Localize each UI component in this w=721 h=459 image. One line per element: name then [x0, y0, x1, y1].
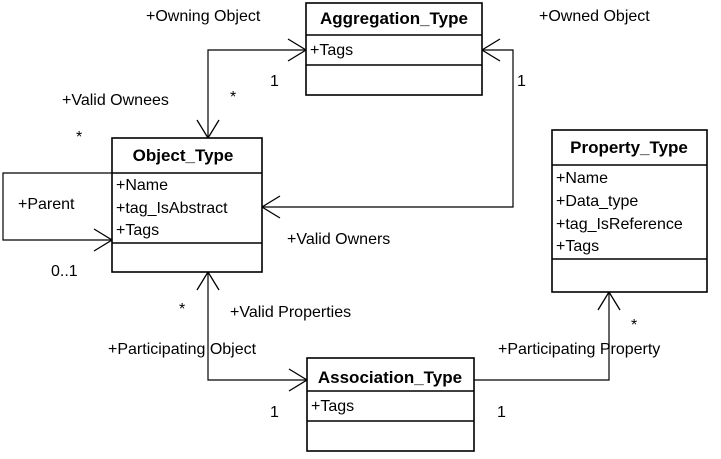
- class-property-type: Property_Type +Name +Data_type +tag_IsRe…: [551, 129, 708, 293]
- participating-property-link: [474, 292, 610, 381]
- role-parent: +Parent: [18, 196, 75, 213]
- class-name: Object_Type: [133, 146, 234, 165]
- properties-participating-link: [207, 272, 307, 381]
- role-participating-object: +Participating Object: [108, 341, 257, 358]
- role-owned-object: +Owned Object: [539, 8, 650, 25]
- multiplicity-valid-properties: *: [179, 301, 185, 318]
- class-attribute: +Tags: [116, 222, 159, 239]
- role-participating-property: +Participating Property: [498, 341, 660, 358]
- multiplicity-ownees: *: [230, 89, 236, 106]
- multiplicity-parent: 0..1: [51, 263, 78, 280]
- parent-self-link: [2, 172, 112, 241]
- multiplicity-association-right: 1: [497, 404, 506, 421]
- class-attribute: +tag_IsReference: [556, 216, 683, 233]
- owning-ownees-link: [207, 49, 306, 138]
- role-valid-owners: +Valid Owners: [287, 231, 390, 248]
- class-name: Property_Type: [570, 138, 688, 157]
- class-attribute: +Tags: [311, 398, 354, 415]
- class-attribute: +Tags: [310, 42, 353, 59]
- multiplicity-association-left: 1: [270, 404, 279, 421]
- class-attribute: +Name: [116, 177, 168, 194]
- class-aggregation-type: Aggregation_Type +Tags: [305, 2, 483, 96]
- class-object-type: Object_Type +Name +tag_IsAbstract +Tags: [111, 137, 263, 273]
- role-owning-object: +Owning Object: [146, 8, 261, 25]
- multiplicity-aggregation-right: 1: [517, 73, 526, 90]
- class-association-type: Association_Type +Tags: [306, 357, 475, 452]
- role-valid-properties: +Valid Properties: [230, 304, 351, 321]
- class-attribute: +tag_IsAbstract: [116, 200, 228, 217]
- role-valid-ownees: +Valid Ownees: [62, 92, 169, 109]
- class-attribute: +Tags: [556, 238, 599, 255]
- owned-owners-link: [262, 49, 514, 208]
- class-name: Association_Type: [318, 368, 462, 387]
- multiplicity-aggregation-left: 1: [270, 73, 279, 90]
- class-attribute: +Name: [556, 170, 608, 187]
- class-attribute: +Data_type: [556, 193, 638, 210]
- class-name: Aggregation_Type: [320, 9, 468, 28]
- multiplicity-property: *: [631, 317, 637, 334]
- multiplicity-owners: *: [76, 129, 82, 146]
